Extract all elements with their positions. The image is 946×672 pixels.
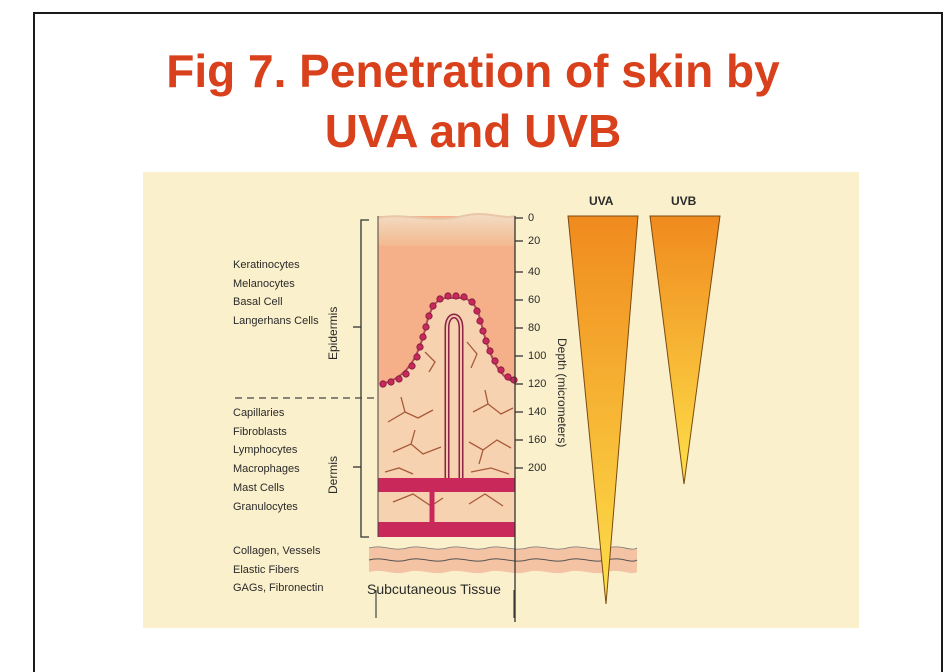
skin-penetration-diagram: Keratinocytes Melanocytes Basal Cell Lan…	[143, 172, 859, 628]
depth-tick-140: 140	[528, 403, 546, 422]
dermis-cell-3: Lymphocytes	[233, 441, 300, 460]
deep-vascular-plexus	[378, 522, 515, 537]
dermis-label: Dermis	[324, 456, 343, 494]
depth-tick-200: 200	[528, 459, 546, 478]
depth-axis-label: Depth (micrometers)	[552, 338, 571, 447]
dermis-cell-list: Capillaries Fibroblasts Lymphocytes Macr…	[233, 404, 300, 516]
upper-vascular-plexus	[378, 478, 515, 492]
matrix-component-2: Elastic Fibers	[233, 561, 323, 580]
matrix-component-1: Collagen, Vessels	[233, 542, 323, 561]
depth-tick-60: 60	[528, 291, 540, 310]
epidermis-cell-2: Melanocytes	[233, 275, 319, 294]
uvb-penetration-wedge	[650, 216, 720, 484]
dermis-cell-5: Mast Cells	[233, 479, 300, 498]
depth-tick-80: 80	[528, 319, 540, 338]
subcutaneous-tissue-label: Subcutaneous Tissue	[367, 580, 501, 599]
epidermis-cell-3: Basal Cell	[233, 293, 319, 312]
depth-tick-40: 40	[528, 263, 540, 282]
dermis-cell-6: Granulocytes	[233, 498, 300, 517]
depth-tick-120: 120	[528, 375, 546, 394]
uvb-label: UVB	[671, 192, 696, 211]
uva-label: UVA	[589, 192, 613, 211]
uva-penetration-wedge	[568, 216, 638, 604]
epidermis-cell-4: Langerhans Cells	[233, 312, 319, 331]
figure-title-line-2: UVA and UVB	[0, 106, 946, 156]
epidermis-cell-1: Keratinocytes	[233, 256, 319, 275]
epidermis-cell-list: Keratinocytes Melanocytes Basal Cell Lan…	[233, 256, 319, 331]
epidermis-label: Epidermis	[324, 307, 343, 360]
depth-tick-160: 160	[528, 431, 546, 450]
layer-bracket	[353, 220, 369, 537]
figure-title-line-1: Fig 7. Penetration of skin by	[0, 46, 946, 96]
matrix-component-3: GAGs, Fibronectin	[233, 579, 323, 598]
depth-tick-20: 20	[528, 232, 540, 251]
matrix-component-list: Collagen, Vessels Elastic Fibers GAGs, F…	[233, 542, 323, 598]
dermis-cell-2: Fibroblasts	[233, 423, 300, 442]
dermis-cell-4: Macrophages	[233, 460, 300, 479]
dermis-cell-1: Capillaries	[233, 404, 300, 423]
depth-tick-100: 100	[528, 347, 546, 366]
depth-tick-0: 0	[528, 209, 534, 228]
